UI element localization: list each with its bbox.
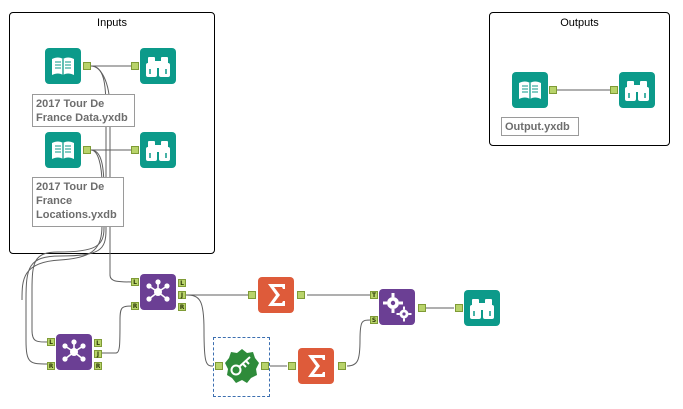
browse-tool-1[interactable] (140, 48, 176, 84)
sigma-icon (308, 355, 325, 377)
output-input-anchor[interactable] (549, 86, 557, 94)
gears-icon (383, 293, 412, 322)
binoculars-icon (470, 299, 494, 319)
summarize-tool-2[interactable] (298, 348, 334, 384)
filter-tool[interactable] (224, 348, 260, 384)
input-2-annotation: 2017 Tour De France Locations.yxdb (32, 177, 124, 227)
summarize-1-input-anchor[interactable] (248, 291, 256, 299)
summarize-tool-1[interactable] (258, 277, 294, 313)
summarize-1-output-anchor[interactable] (297, 291, 305, 299)
book-icon (52, 57, 74, 75)
input-data-tool-1[interactable] (45, 48, 81, 84)
binoculars-icon (146, 57, 170, 77)
formula-target-anchor[interactable]: T (370, 291, 378, 299)
join-2-left-anchor[interactable]: L (131, 278, 139, 286)
book-icon (52, 141, 74, 159)
join-tool-2[interactable] (140, 274, 176, 310)
join-2-right-anchor[interactable]: R (131, 302, 139, 310)
join-1-j-output-anchor[interactable]: J (94, 350, 102, 358)
summarize-2-output-anchor[interactable] (338, 362, 346, 370)
input-1-output-anchor[interactable] (83, 62, 91, 70)
join-network-icon (62, 339, 86, 362)
join-1-left-anchor[interactable]: L (47, 338, 55, 346)
join-2-r-output-anchor[interactable]: R (178, 303, 186, 311)
outputs-container-title: Outputs (560, 17, 599, 29)
join-2-l-output-anchor[interactable]: L (178, 279, 186, 287)
append-output-anchor[interactable] (418, 304, 426, 312)
browse-tool-3[interactable] (464, 290, 500, 326)
input-data-tool-2[interactable] (45, 132, 81, 168)
browse-1-input-anchor[interactable] (131, 62, 139, 70)
join-network-icon (146, 279, 170, 302)
book-icon (519, 81, 541, 99)
inputs-container-title: Inputs (97, 17, 127, 29)
join-1-l-output-anchor[interactable]: L (94, 339, 102, 347)
formula-source-anchor[interactable]: S (370, 316, 378, 324)
filter-selection-frame[interactable] (213, 337, 270, 397)
append-fields-tool[interactable] (379, 289, 415, 325)
browse-2-input-anchor[interactable] (131, 146, 139, 154)
binoculars-icon (146, 141, 170, 161)
output-annotation: Output.yxdb (501, 117, 579, 136)
join-tool-1[interactable] (56, 334, 92, 370)
output-browse-tool[interactable] (619, 72, 655, 108)
join-2-j-output-anchor[interactable]: J (178, 291, 186, 299)
browse-3-input-anchor[interactable] (455, 304, 463, 312)
browse-tool-2[interactable] (140, 132, 176, 168)
join-1-right-anchor[interactable]: R (47, 362, 55, 370)
binoculars-icon (625, 81, 649, 101)
filter-input-anchor[interactable] (215, 362, 223, 370)
filter-output-anchor[interactable] (261, 362, 269, 370)
summarize-2-input-anchor[interactable] (288, 362, 296, 370)
join-1-r-output-anchor[interactable]: R (94, 362, 102, 370)
output-input-tool[interactable] (512, 72, 548, 108)
input-2-output-anchor[interactable] (83, 146, 91, 154)
output-browse-input-anchor[interactable] (610, 86, 618, 94)
sigma-icon (268, 284, 285, 306)
key-filter-icon (225, 349, 259, 383)
input-1-annotation: 2017 Tour De France Data.yxdb (32, 94, 135, 127)
